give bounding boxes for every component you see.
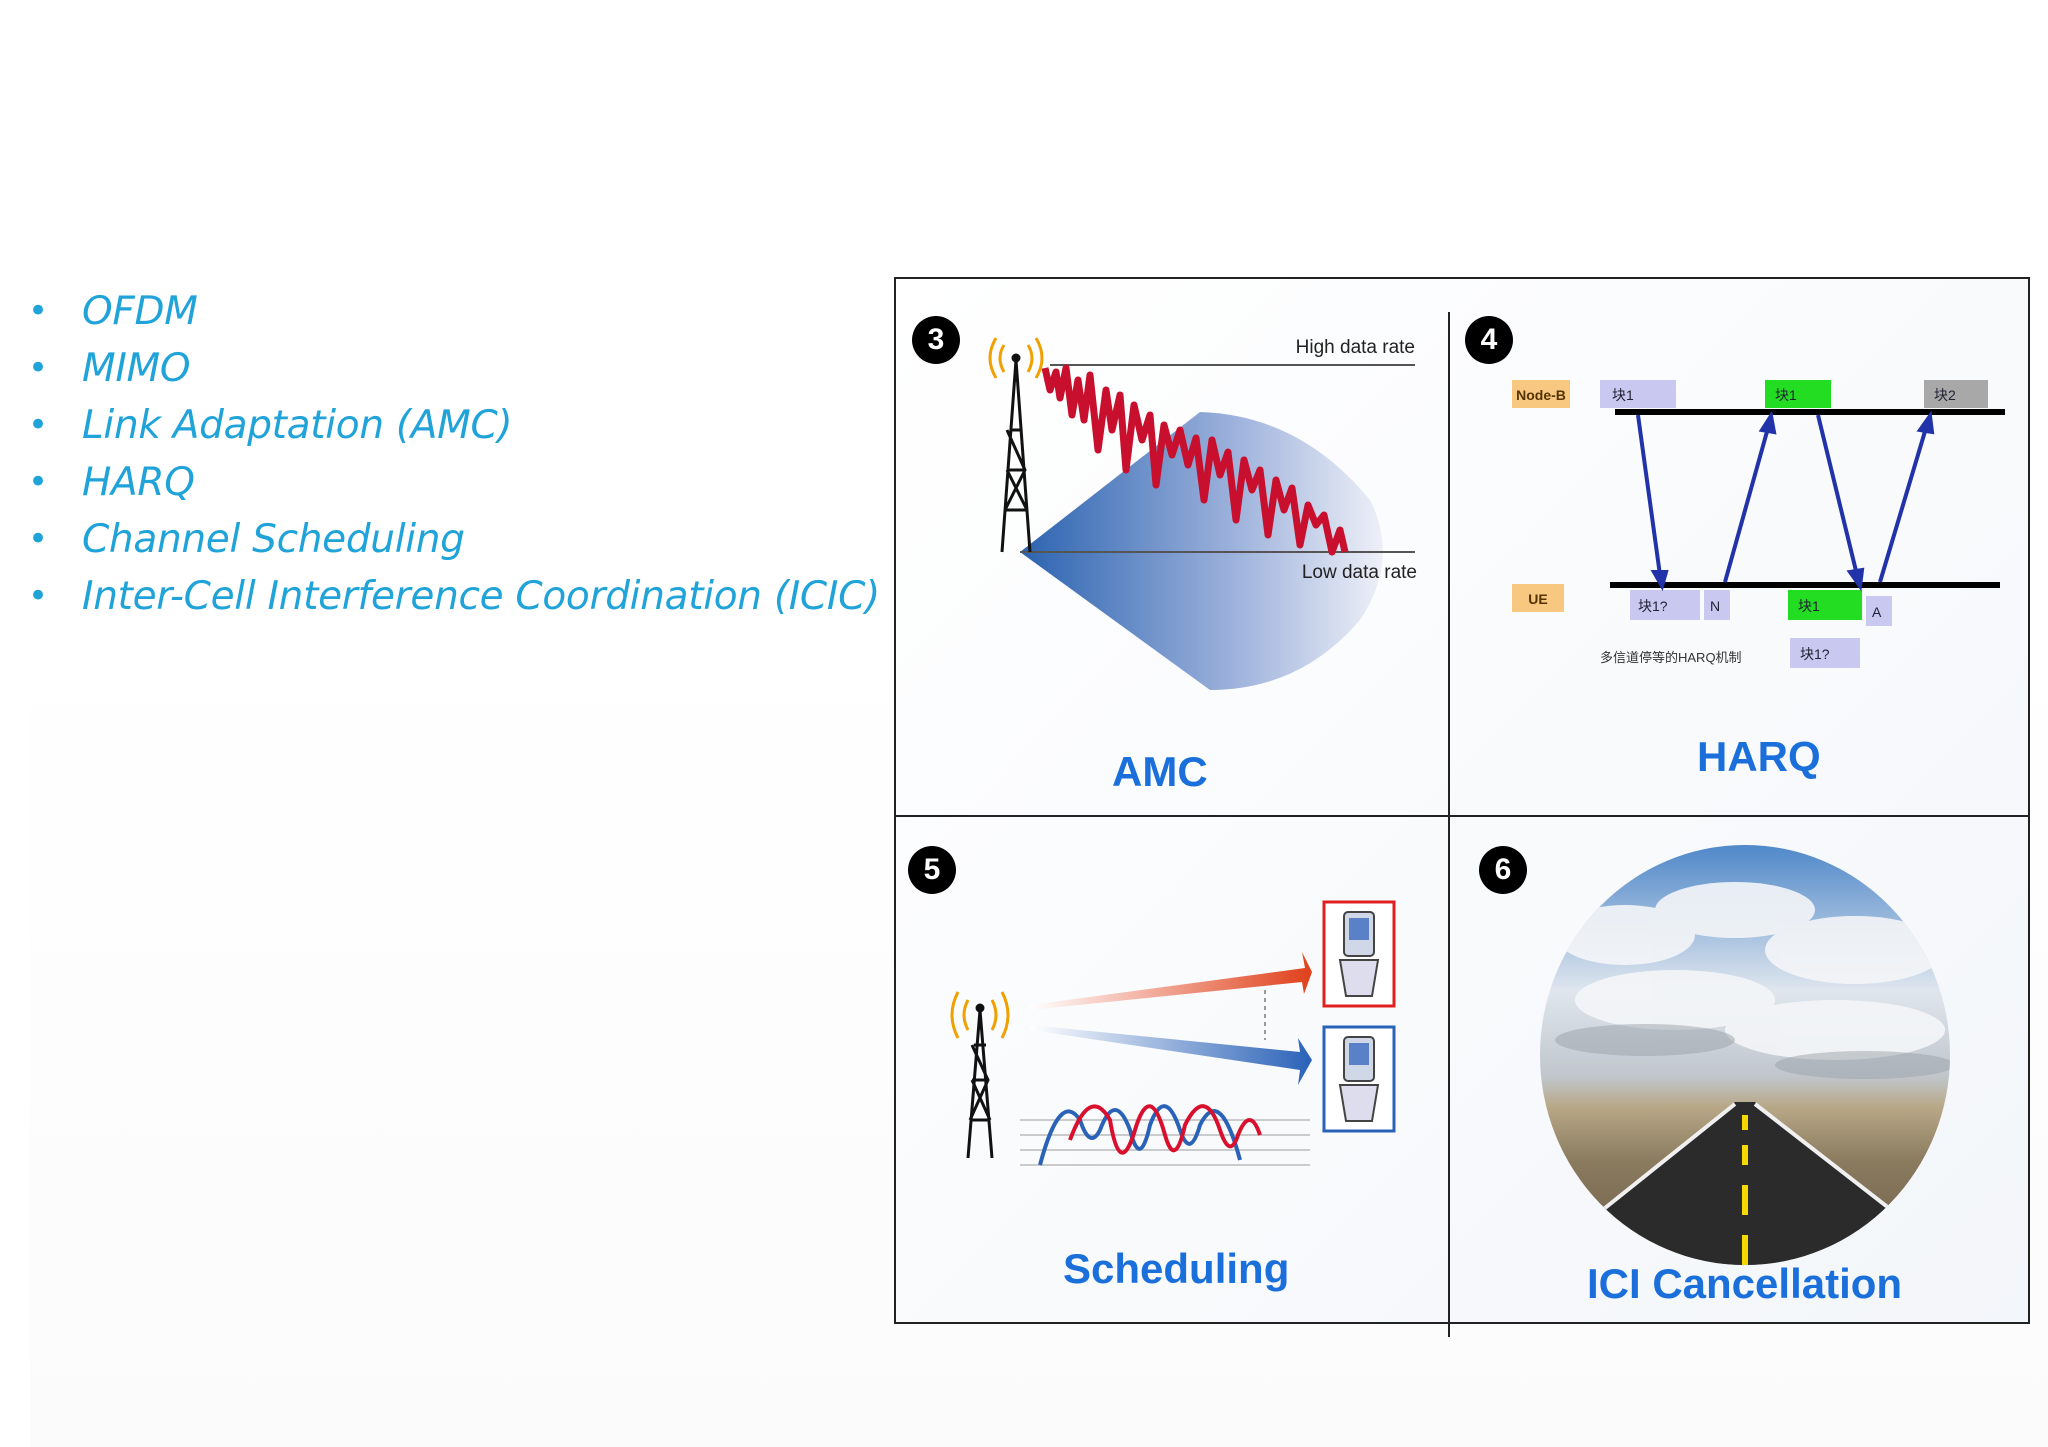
harq-block — [1630, 590, 1700, 620]
blue-arrow — [1030, 1025, 1312, 1085]
ue-label: UE — [1528, 591, 1547, 607]
horizontal-divider — [894, 815, 2030, 817]
harq-block — [1600, 380, 1676, 408]
high-rate-label: High data rate — [1296, 337, 1415, 358]
bullet-dot: • — [28, 291, 48, 331]
amc-caption: AMC — [1112, 748, 1208, 795]
bullet-item: • MIMO — [20, 340, 880, 397]
harq-block-label: N — [1710, 598, 1720, 614]
ici-caption: ICI Cancellation — [1587, 1260, 1903, 1307]
harq-block — [1765, 380, 1831, 408]
vertical-divider — [1448, 312, 1450, 1337]
bullet-item: • OFDM — [20, 283, 880, 340]
node-b-label-box — [1512, 380, 1570, 408]
panel-number-badge: 5 — [908, 846, 956, 894]
bullet-dot: • — [28, 519, 48, 559]
harq-diagram: Node-B 块1 块1 块2 UE 块1? N 块1 A 块1? 多信道停等的… — [1512, 380, 2005, 668]
red-channel-curve — [1068, 1104, 1262, 1155]
bullet-item: • Link Adaptation (AMC) — [20, 397, 880, 454]
harq-block-label: 块1? — [1800, 646, 1830, 662]
panel-number-badge: 3 — [912, 316, 960, 364]
low-rate-label: Low data rate — [1302, 562, 1417, 583]
bullet-text: MIMO — [82, 346, 191, 391]
scheduling-diagram — [950, 900, 1396, 1166]
panel-number-badge: 6 — [1479, 846, 1527, 894]
amc-diagram: High data rate Low data rate — [988, 337, 1417, 690]
scheduling-caption: Scheduling — [1063, 1245, 1290, 1292]
bullet-text: Channel Scheduling — [82, 517, 465, 562]
harq-note: 多信道停等的HARQ机制 — [1600, 650, 1742, 665]
bullet-item: • Inter-Cell Interference Coordination (I… — [20, 568, 880, 625]
bullet-text: Link Adaptation (AMC) — [82, 403, 513, 448]
signal-waves-icon — [988, 337, 1044, 379]
harq-block — [1924, 380, 1988, 408]
harq-block-label: 块2 — [1934, 387, 1956, 403]
road-photo — [1540, 845, 1950, 1265]
node-b-label: Node-B — [1516, 387, 1566, 403]
bullet-dot: • — [28, 405, 48, 445]
staff-lines — [1020, 1119, 1310, 1166]
bullet-dot: • — [28, 348, 48, 388]
harq-block — [1788, 590, 1862, 620]
harq-block — [1790, 638, 1860, 668]
tower-icon — [966, 1003, 994, 1159]
harq-block-label: 块1 — [1775, 387, 1797, 403]
tower-icon — [1000, 353, 1032, 553]
bullet-list: • OFDM • MIMO • Link Adaptation (AMC) • HARQ… — [20, 283, 880, 625]
bullet-text: Inter-Cell Interference Coordination (IC… — [82, 574, 880, 619]
red-arrow — [1030, 952, 1312, 1010]
harq-block-label: 块1 — [1798, 598, 1820, 614]
signal-trace — [1041, 364, 1349, 556]
bullet-text: HARQ — [82, 460, 195, 505]
signal-waves-icon — [950, 991, 1010, 1039]
bullet-text: OFDM — [82, 289, 198, 334]
phone-icon — [1322, 1025, 1396, 1133]
harq-caption: HARQ — [1697, 733, 1821, 780]
harq-block-label: 块1? — [1638, 598, 1668, 614]
bullet-dot: • — [28, 576, 48, 616]
phone-icon — [1322, 900, 1396, 1008]
harq-block-label: 块1 — [1612, 387, 1634, 403]
bullet-item: • Channel Scheduling — [20, 511, 880, 568]
harq-arrows — [1636, 410, 1935, 592]
bullet-item: • HARQ — [20, 454, 880, 511]
ue-label-box — [1512, 584, 1564, 612]
harq-block — [1704, 590, 1730, 620]
panel-number-badge: 4 — [1465, 316, 1513, 364]
harq-block — [1866, 596, 1892, 626]
harq-block-label: A — [1872, 604, 1882, 620]
bullet-dot: • — [28, 462, 48, 502]
